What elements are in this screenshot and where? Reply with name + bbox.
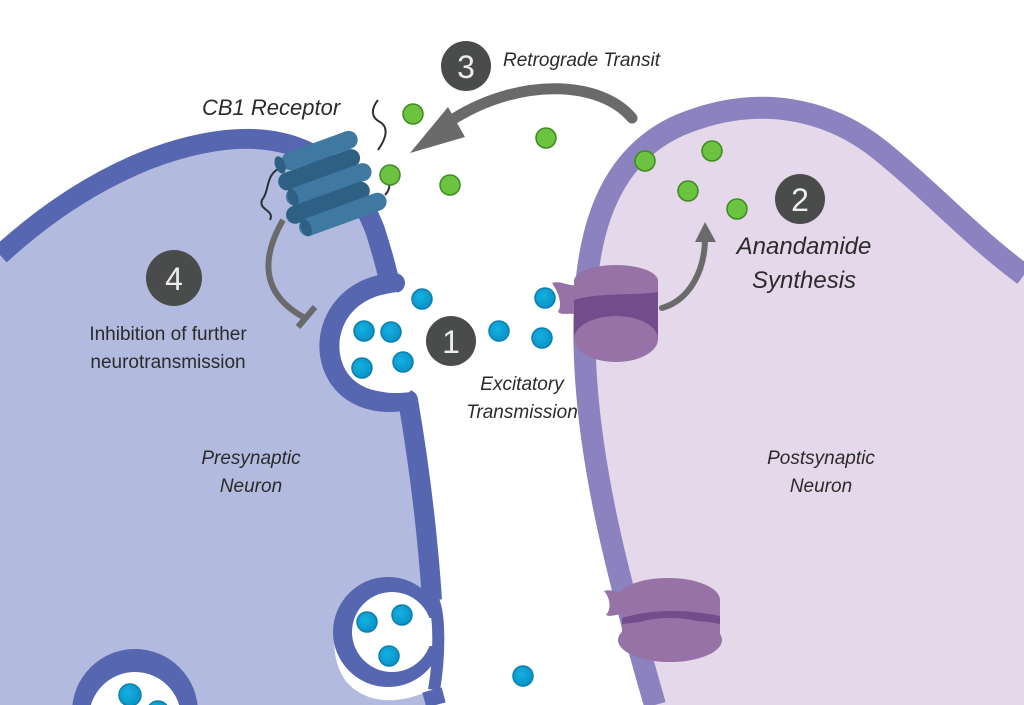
- cb1-receptor-label: CB1 Receptor: [202, 95, 342, 120]
- step-1-label-line1: Excitatory: [480, 374, 565, 395]
- neurotransmitter-dot: [411, 288, 433, 310]
- step-2-label-line2: Synthesis: [752, 267, 856, 294]
- postsynaptic-label-line1: Postsynaptic: [767, 448, 875, 469]
- anandamide-dot: [439, 174, 461, 196]
- svg-text:4: 4: [165, 261, 183, 297]
- postsynaptic-receptor-lower: [604, 578, 722, 662]
- active-zone-vesicle-membrane: [319, 273, 418, 412]
- neurotransmitter-dot: [118, 683, 142, 705]
- step-badge-4: 4: [146, 250, 202, 306]
- anandamide-dot: [677, 180, 699, 202]
- inhibition-arrow: [265, 218, 318, 329]
- step-4-label-line1: Inhibition of further: [89, 324, 247, 345]
- step-1-label-line2: Transmission: [466, 402, 578, 423]
- cb1-receptor: [260, 99, 401, 237]
- presynaptic-body: [0, 138, 430, 705]
- retrograde-arrow: [410, 83, 638, 153]
- step-4-label-line2: neurotransmission: [90, 352, 245, 373]
- neurotransmitter-dot: [391, 604, 413, 626]
- postsynaptic-receptor-upper: [552, 265, 658, 362]
- step-3-label: Retrograde Transit: [503, 50, 661, 71]
- neurotransmitter-dot: [353, 320, 375, 342]
- neurotransmitter-dot: [378, 645, 400, 667]
- step-badge-2: 2: [775, 174, 825, 224]
- step-badge-1: 1: [426, 316, 476, 366]
- anandamide-particles: [402, 103, 748, 220]
- anandamide-dot: [634, 150, 656, 172]
- inhibition-bar: [295, 305, 318, 329]
- synthesis-arrow: [659, 222, 716, 311]
- retrograde-arrowhead: [410, 107, 465, 153]
- svg-text:1: 1: [442, 324, 460, 360]
- step-2-label-line1: Anandamide: [735, 233, 872, 260]
- svg-text:2: 2: [791, 182, 809, 218]
- neurotransmitter-dot: [534, 287, 556, 309]
- neurotransmitter-dot: [392, 351, 414, 373]
- synthesis-arrowhead: [695, 222, 716, 242]
- postsynaptic-label-line2: Neuron: [790, 476, 852, 497]
- presynaptic-label-line1: Presynaptic: [201, 448, 301, 469]
- neurotransmitter-dot: [531, 327, 553, 349]
- presynaptic-membrane-lower: [398, 398, 446, 705]
- anandamide-dot: [726, 198, 748, 220]
- neurotransmitter-dot: [148, 700, 168, 705]
- neurotransmitter-dot: [380, 321, 402, 343]
- postsynaptic-neuron: [573, 96, 1024, 705]
- anandamide-dot: [701, 140, 723, 162]
- svg-text:3: 3: [457, 49, 475, 85]
- bound-anandamide-dot: [379, 164, 401, 186]
- anandamide-dot: [535, 127, 557, 149]
- presynaptic-neuron: [0, 128, 450, 705]
- postsynaptic-membrane: [573, 96, 1024, 705]
- presynaptic-membrane: [0, 128, 400, 288]
- step-badge-3: 3: [441, 41, 491, 91]
- neurotransmitter-dot: [512, 665, 534, 687]
- neurotransmitter-dot: [488, 320, 510, 342]
- neurotransmitter-particles: [118, 287, 556, 705]
- anandamide-dot: [402, 103, 424, 125]
- presynaptic-label-line2: Neuron: [220, 476, 282, 497]
- postsynaptic-body: [584, 107, 1024, 705]
- neurotransmitter-dot: [356, 611, 378, 633]
- neurotransmitter-dot: [351, 357, 373, 379]
